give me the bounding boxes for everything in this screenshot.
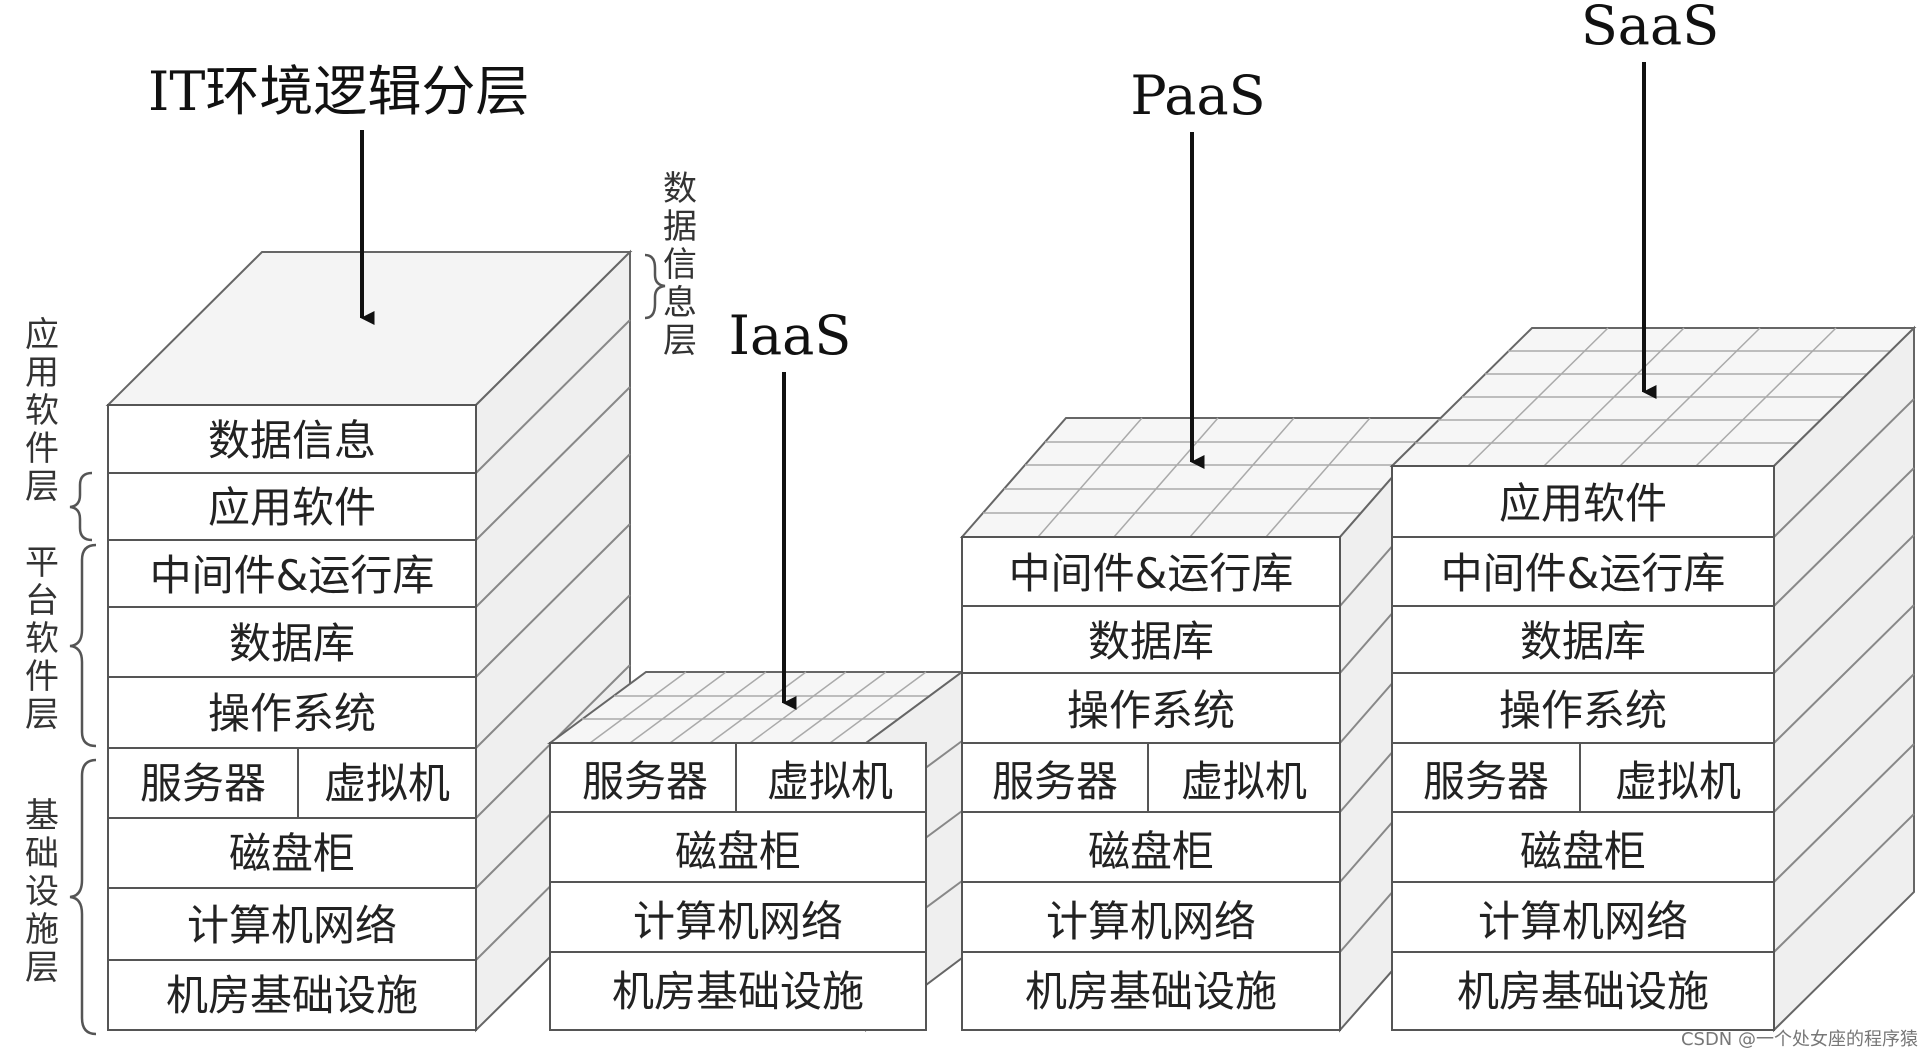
paas-server: 服务器	[992, 757, 1118, 806]
side-label-infrastructure: 基础设施层	[25, 758, 97, 1036]
watermark: CSDN @一个处女座的程序猿	[1681, 1029, 1918, 1050]
saas-vm: 虚拟机	[1615, 757, 1741, 806]
side-label-app-software: 应用软件层	[25, 315, 93, 542]
side-text-app-software: 应用软件层	[25, 315, 59, 507]
saas-facility: 机房基础设施	[1457, 967, 1709, 1016]
paas-os: 操作系统	[1067, 686, 1235, 735]
label-saas: SaaS	[1581, 0, 1719, 57]
iaas-facility: 机房基础设施	[612, 967, 864, 1016]
stack1-facility: 机房基础设施	[166, 971, 418, 1020]
stack1-vm: 虚拟机	[324, 759, 450, 808]
stack1-server: 服务器	[140, 759, 266, 808]
paas-disk: 磁盘柜	[1088, 827, 1214, 876]
iaas-network: 计算机网络	[633, 897, 843, 946]
paas-middleware: 中间件&运行库	[1009, 549, 1294, 598]
stack1-disk: 磁盘柜	[229, 829, 355, 878]
saas-disk: 磁盘柜	[1520, 827, 1646, 876]
paas-network: 计算机网络	[1046, 897, 1256, 946]
side-label-data-info: 数据信息层	[644, 169, 697, 361]
stack1-database: 数据库	[229, 619, 355, 668]
side-label-platform-software: 平台软件层	[25, 543, 97, 748]
saas-server: 服务器	[1423, 757, 1549, 806]
iaas-server: 服务器	[582, 757, 708, 806]
stack-iaas: 服务器 虚拟机 磁盘柜 计算机网络 机房基础设施	[546, 670, 966, 1032]
saas-app-software: 应用软件	[1499, 479, 1667, 528]
stack1-data-info: 数据信息	[208, 416, 376, 465]
title-it-layers: IT环境逻辑分层	[148, 60, 529, 123]
side-text-infrastructure: 基础设施层	[25, 796, 59, 988]
stack1-os: 操作系统	[208, 689, 376, 738]
side-text-data-info: 数据信息层	[663, 169, 697, 361]
paas-vm: 虚拟机	[1181, 757, 1307, 806]
stack-saas: 应用软件 中间件&运行库 数据库 操作系统 服务器 虚拟机 磁盘柜 计算机网络 …	[1389, 325, 1917, 1033]
label-iaas: IaaS	[729, 304, 852, 367]
iaas-vm: 虚拟机	[767, 757, 893, 806]
stack1-middleware: 中间件&运行库	[150, 551, 435, 600]
saas-os: 操作系统	[1499, 686, 1667, 735]
side-text-platform-software: 平台软件层	[25, 543, 59, 735]
paas-database: 数据库	[1088, 617, 1214, 666]
stack-paas: 中间件&运行库 数据库 操作系统 服务器 虚拟机 磁盘柜 计算机网络 机房基础设…	[959, 415, 1447, 1033]
iaas-disk: 磁盘柜	[675, 827, 801, 876]
stack1-app-software: 应用软件	[208, 483, 376, 532]
saas-network: 计算机网络	[1478, 897, 1688, 946]
label-paas: PaaS	[1130, 64, 1265, 127]
saas-database: 数据库	[1520, 617, 1646, 666]
stack1-network: 计算机网络	[187, 901, 397, 950]
paas-facility: 机房基础设施	[1025, 967, 1277, 1016]
saas-middleware: 中间件&运行库	[1441, 549, 1726, 598]
